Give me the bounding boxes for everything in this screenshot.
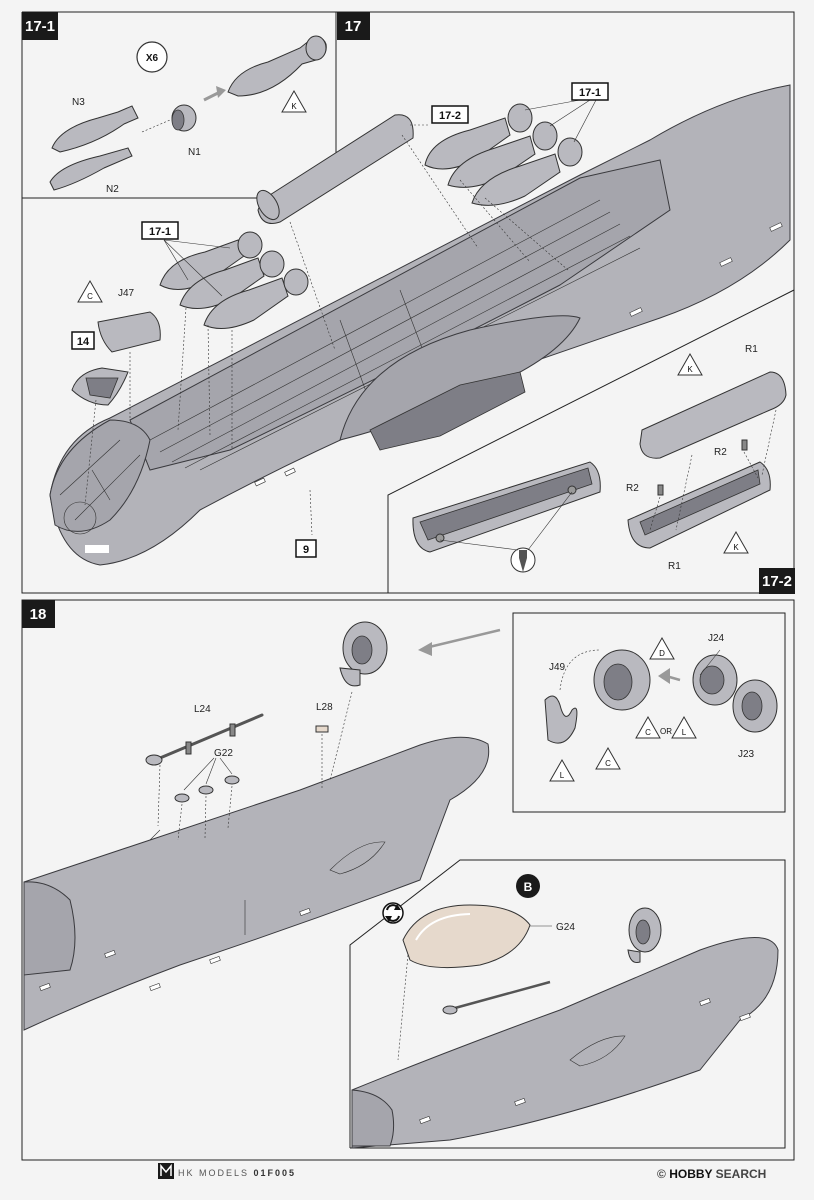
svg-text:17: 17	[345, 18, 362, 35]
ref-box-17-1-lower: 17-1	[141, 221, 179, 240]
paint-code-k-upper: K	[687, 365, 693, 374]
svg-text:B: B	[524, 880, 533, 894]
svg-text:17-1: 17-1	[579, 87, 601, 99]
brand-logo	[158, 1163, 174, 1179]
part-label-j23: J23	[738, 749, 755, 760]
footer-brand: HK MODELS 01F005	[178, 1168, 296, 1178]
watermark-text: SEARCH	[715, 1167, 767, 1181]
step-label-17: 17	[337, 12, 370, 40]
part-label-j49: J49	[549, 662, 566, 673]
part-label-n3: N3	[72, 97, 85, 108]
part-label-n1: N1	[188, 147, 201, 158]
drop-tank-assembly-diagram: R1 R2 R2 R1 K K	[412, 344, 787, 573]
paint-code-d: D	[659, 649, 665, 658]
part-label-j24: J24	[708, 633, 725, 644]
svg-text:17-1: 17-1	[25, 18, 55, 35]
paint-code-c: C	[87, 292, 93, 301]
svg-text:17-2: 17-2	[439, 110, 461, 122]
step-18-diagram: L24 L28 G22 J24 J49 J23 D C	[23, 621, 779, 1149]
bomb-assembly-diagram: X6 N3 N1 N2 K	[49, 35, 327, 195]
fuselage-bomb-bay-diagram: 17-2 17-1 17-1 14 9 J47 C	[49, 82, 791, 566]
paint-code-l-wheel: L	[682, 728, 687, 737]
ref-box-17-2: 17-2	[431, 105, 469, 124]
part-label-j47: J47	[118, 288, 135, 299]
paint-code-c-wheel: C	[645, 728, 651, 737]
step-label-18: 18	[22, 600, 55, 628]
part-label-r2-right: R2	[714, 447, 727, 458]
svg-text:17-1: 17-1	[149, 226, 171, 238]
part-label-g22: G22	[214, 748, 233, 759]
paint-code-k: K	[291, 102, 297, 111]
part-label-n2: N2	[106, 184, 119, 195]
or-text: OR	[660, 727, 672, 736]
multiplier-circle	[136, 41, 168, 73]
option-b-inset: B G24	[351, 874, 779, 1149]
ref-box-9: 9	[295, 539, 317, 558]
part-label-r1-bottom: R1	[668, 561, 681, 572]
wheel-assembly-inset: J24 J49 J23 D C OR L C L	[544, 633, 778, 782]
paint-code-c-strut: C	[605, 759, 611, 768]
screw-icon	[510, 547, 536, 573]
copyright-symbol: ©	[657, 1167, 666, 1181]
watermark-logo: HOBBY	[669, 1167, 713, 1181]
svg-text:18: 18	[30, 606, 47, 623]
panel-frames	[21, 11, 795, 1161]
multiplier-label: X6	[146, 53, 159, 64]
paint-code-l-strut: L	[560, 771, 565, 780]
part-label-r2-left: R2	[626, 483, 639, 494]
svg-text:17-2: 17-2	[762, 573, 792, 590]
ref-box-14: 14	[71, 331, 95, 350]
part-label-r1-top: R1	[745, 344, 758, 355]
hobby-search-watermark: © HOBBY SEARCH	[657, 1167, 766, 1181]
paint-code-k-lower: K	[733, 543, 739, 552]
footer-brand-name: HK MODELS	[178, 1168, 250, 1178]
svg-text:9: 9	[303, 544, 309, 556]
ref-box-17-1-upper: 17-1	[571, 82, 609, 101]
footer-code: 01F005	[253, 1168, 297, 1178]
part-label-g24: G24	[556, 922, 575, 933]
step-label-17-2: 17-2	[759, 568, 795, 594]
part-label-l28: L28	[316, 702, 333, 713]
part-label-l24: L24	[194, 704, 211, 715]
reverse-icon	[382, 902, 404, 924]
svg-text:14: 14	[77, 336, 90, 348]
step-label-17-1: 17-1	[22, 12, 58, 40]
option-b-badge: B	[516, 874, 540, 898]
